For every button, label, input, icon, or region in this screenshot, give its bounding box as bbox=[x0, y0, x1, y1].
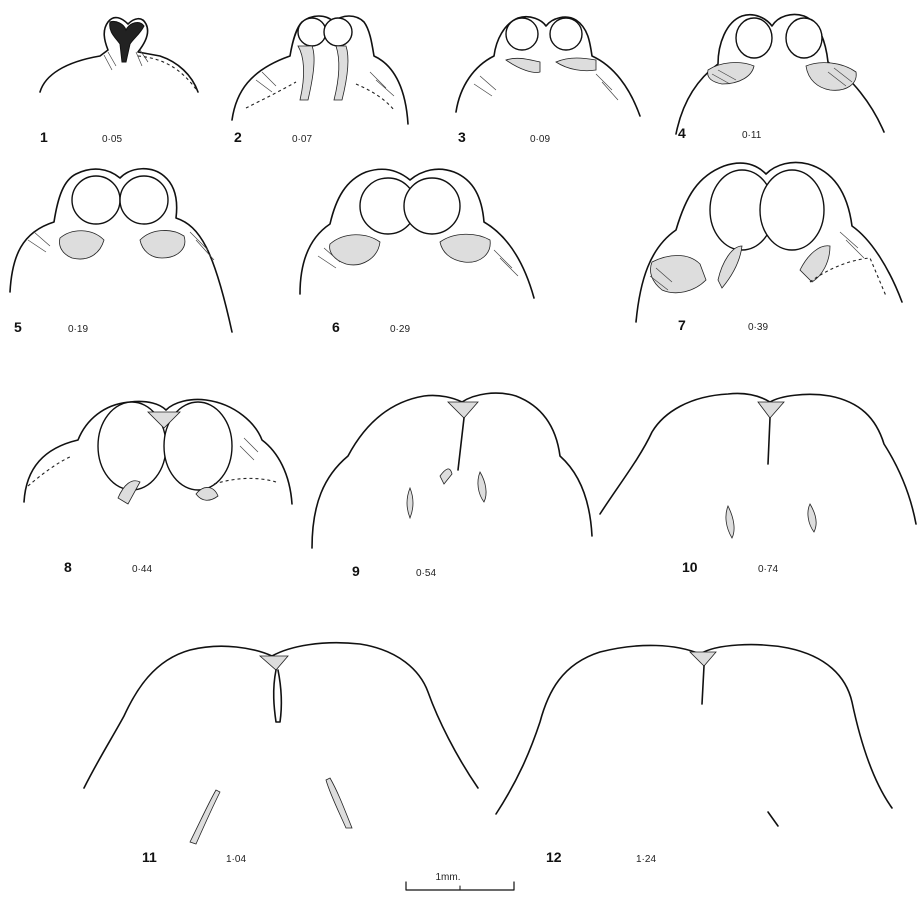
scale-bar: 1mm. bbox=[406, 872, 514, 890]
panel-2-number: 2 bbox=[234, 129, 242, 145]
scale-bar-label: 1mm. bbox=[436, 872, 461, 883]
section-panel-12: 12 1·24 bbox=[496, 645, 892, 865]
panel-11-value: 1·04 bbox=[226, 854, 246, 865]
panel-4-number: 4 bbox=[678, 125, 686, 141]
panel-8-number: 8 bbox=[64, 559, 72, 575]
panel-12-value: 1·24 bbox=[636, 854, 656, 865]
panel-9-value: 0·54 bbox=[416, 568, 436, 579]
section-panel-11: 11 1·04 bbox=[84, 643, 478, 865]
section-panel-3: 3 0·09 bbox=[456, 17, 640, 145]
panel-10-value: 0·74 bbox=[758, 564, 778, 575]
section-panel-10: 10 0·74 bbox=[600, 393, 916, 575]
panel-6-number: 6 bbox=[332, 319, 340, 335]
panel-3-value: 0·09 bbox=[530, 134, 550, 145]
section-panel-4: 4 0·11 bbox=[676, 14, 884, 141]
panel-8-value: 0·44 bbox=[132, 564, 152, 575]
panel-1-value: 0·05 bbox=[102, 134, 122, 145]
section-panel-5: 5 0·19 bbox=[10, 169, 232, 335]
panel-4-value: 0·11 bbox=[742, 130, 762, 141]
panel-5-value: 0·19 bbox=[68, 324, 88, 335]
section-panel-9: 9 0·54 bbox=[312, 393, 592, 579]
panel-10-number: 10 bbox=[682, 559, 698, 575]
panel-1-number: 1 bbox=[40, 129, 48, 145]
panel-5-number: 5 bbox=[14, 319, 22, 335]
panel-3-number: 3 bbox=[458, 129, 466, 145]
section-panel-1: 1 0·05 bbox=[40, 18, 198, 145]
section-panel-2: 2 0·07 bbox=[232, 16, 408, 145]
panel-2-value: 0·07 bbox=[292, 134, 312, 145]
panel-7-value: 0·39 bbox=[748, 322, 768, 333]
panel-6-value: 0·29 bbox=[390, 324, 410, 335]
panel-11-number: 11 bbox=[142, 849, 157, 865]
section-panel-6: 6 0·29 bbox=[300, 169, 534, 335]
panel-12-number: 12 bbox=[546, 849, 562, 865]
section-panel-8: 8 0·44 bbox=[24, 399, 292, 575]
section-panel-7: 7 0·39 bbox=[636, 162, 902, 333]
panel-9-number: 9 bbox=[352, 563, 360, 579]
panel-7-number: 7 bbox=[678, 317, 686, 333]
